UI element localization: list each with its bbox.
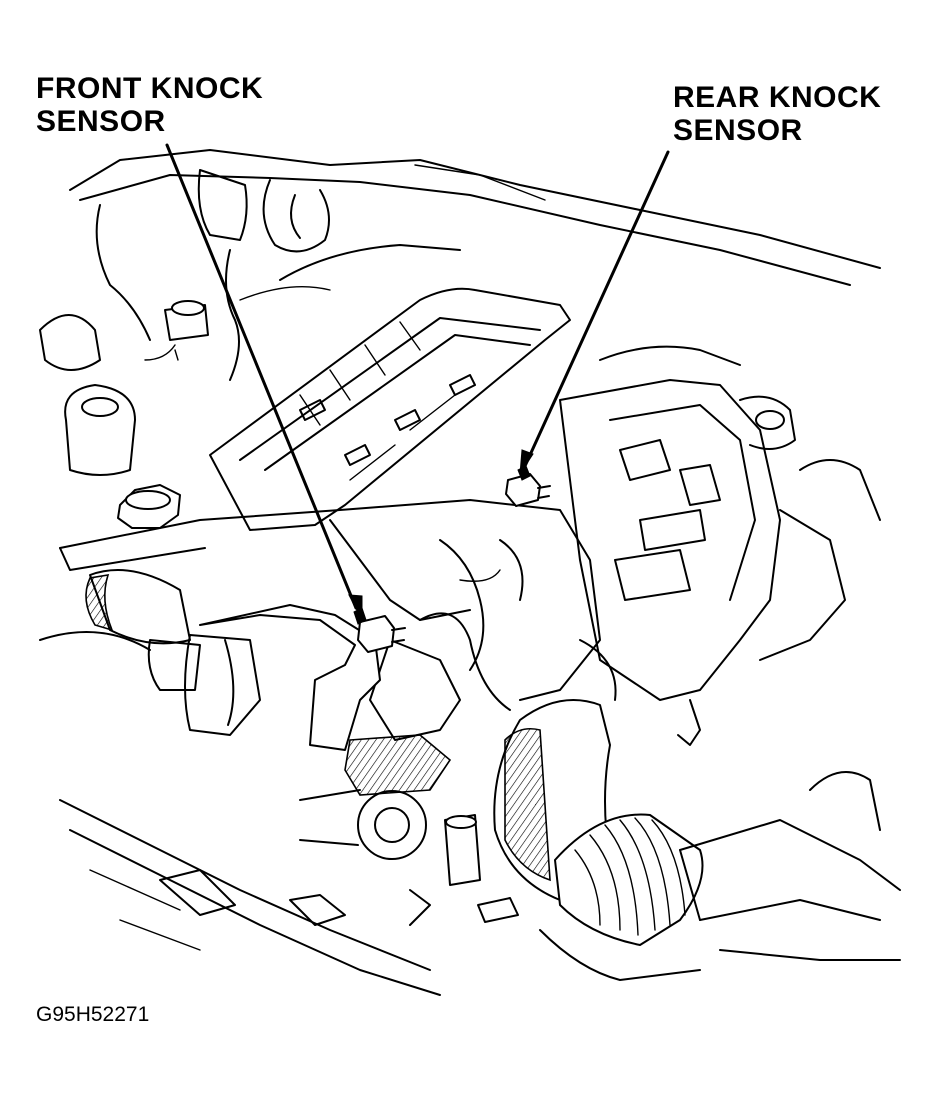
left-reservoirs (39, 169, 330, 476)
intake-plenum (559, 379, 881, 746)
rear-label-line-2: SENSOR (673, 114, 803, 147)
crank-pulley (299, 734, 452, 860)
vacuum-hoses (239, 244, 741, 711)
rear-knock-sensor (505, 465, 551, 507)
throttle-body (147, 604, 381, 751)
figure-code: G95H52271 (36, 1003, 150, 1026)
rear-label-line-1: REAR KNOCK (673, 81, 882, 114)
front-knock-sensor-label: FRONT KNOCK SENSOR (36, 72, 263, 138)
front-sensor-leader (165, 143, 358, 610)
front-label-line-1: FRONT KNOCK (36, 72, 264, 105)
hood-outline (69, 149, 881, 286)
rear-sensor-leader (523, 150, 670, 468)
lower-frame (59, 771, 901, 996)
upper-radiator-hose (39, 569, 191, 651)
front-knock-sensor (353, 607, 406, 653)
rear-knock-sensor-label: REAR KNOCK SENSOR (673, 81, 881, 147)
front-label-line-2: SENSOR (36, 105, 166, 138)
lower-fittings (409, 814, 519, 926)
leader-lines (165, 143, 670, 621)
front-valve-cover (209, 287, 571, 531)
engine-block (59, 499, 601, 741)
air-intake-duct (493, 699, 901, 946)
oil-filler-cap (117, 484, 181, 529)
